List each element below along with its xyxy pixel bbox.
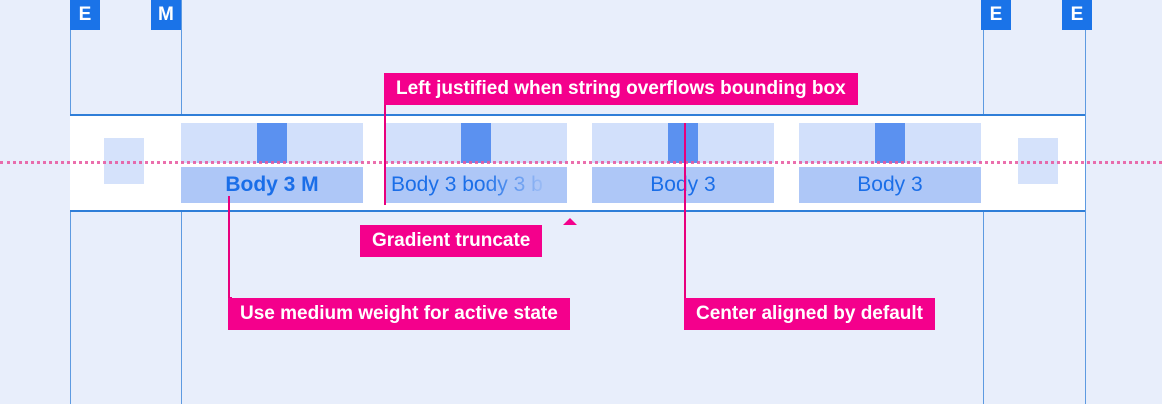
tab-icon-placeholder-icon	[875, 123, 905, 163]
tab-label-band: Body 3 body 3 b	[385, 167, 567, 203]
leader-line-medium-weight	[228, 196, 230, 299]
caret-gradient-truncate-icon	[563, 218, 577, 225]
tab-icon-placeholder-icon	[461, 123, 491, 163]
tab-label-band: Body 3	[592, 167, 774, 203]
tab-item-label: Body 3 M	[225, 173, 319, 196]
tab-label-band: Body 3 M	[181, 167, 363, 203]
marker-badge-e-right-outer: E	[1062, 0, 1092, 30]
annotation-gradient-truncate: Gradient truncate	[360, 225, 543, 257]
leader-line-overflow	[384, 73, 386, 205]
tab-item-1[interactable]: Body 3 M	[181, 123, 363, 203]
leader-line-center-aligned	[684, 123, 686, 299]
tab-item-2[interactable]: Body 3 body 3 b	[385, 123, 567, 203]
layout-guide-line-4	[1085, 0, 1086, 404]
tab-icon-placeholder-icon	[668, 123, 698, 163]
tab-label-band: Body 3	[799, 167, 981, 203]
tab-item-3[interactable]: Body 3	[592, 123, 774, 203]
marker-badge-e-left-outer: E	[70, 0, 100, 30]
marker-badge-e-right-inner: E	[981, 0, 1011, 30]
annotation-left-justified: Left justified when string overflows bou…	[384, 73, 858, 105]
tab-item-label: Body 3	[650, 173, 716, 196]
tab-icon-placeholder-icon	[257, 123, 287, 163]
tab-item-4[interactable]: Body 3	[799, 123, 981, 203]
tab-item-label: Body 3	[857, 173, 923, 196]
annotation-medium-weight: Use medium weight for active state	[228, 298, 570, 330]
marker-badge-m: M	[151, 0, 181, 30]
vertical-center-guideline	[0, 161, 1162, 164]
annotation-center-aligned: Center aligned by default	[684, 298, 935, 330]
tab-item-label: Body 3 body 3 b	[391, 173, 543, 196]
